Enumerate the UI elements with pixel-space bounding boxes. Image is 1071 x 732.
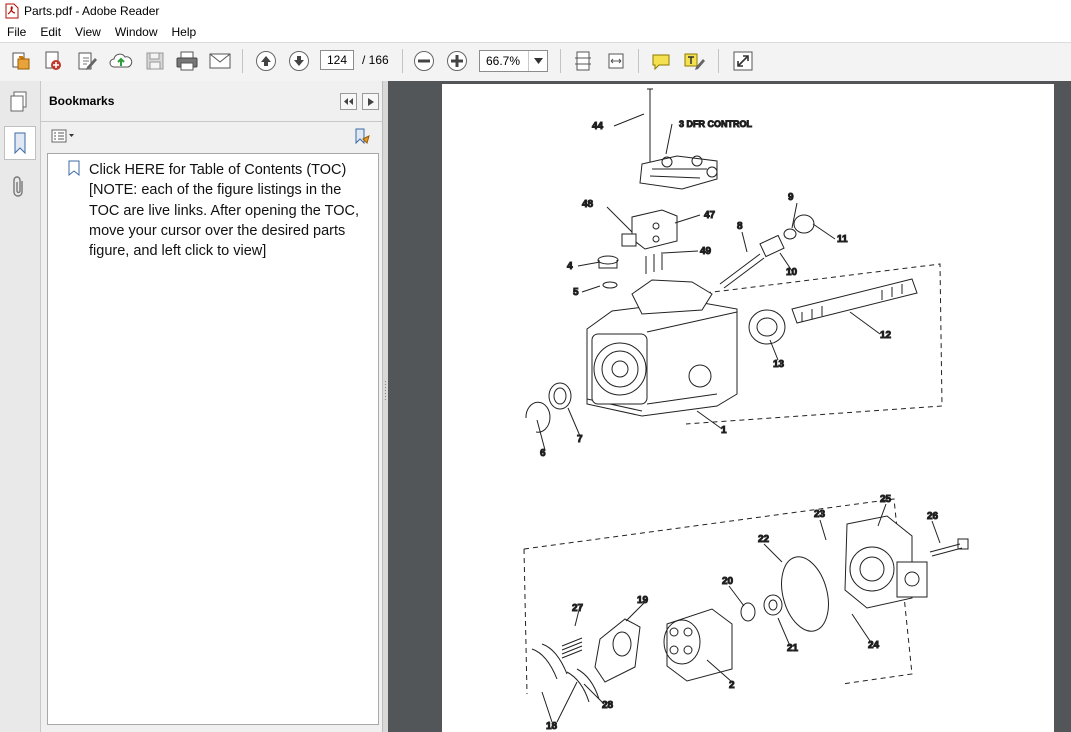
open-icon[interactable] (8, 49, 34, 73)
exploded-parts-diagram: 44 3 DFR CONTROL 48 47 4 49 8 9 11 10 5 … (523, 88, 969, 732)
label-21: 21 (787, 643, 799, 654)
toolbar-separator (718, 49, 719, 73)
fit-page-icon[interactable] (570, 49, 596, 73)
label-28: 28 (602, 700, 614, 711)
zoom-out-icon[interactable] (411, 49, 437, 73)
label-44: 44 (592, 121, 604, 132)
label-2: 2 (729, 680, 735, 691)
highlight-icon[interactable] (682, 49, 708, 73)
bookmark-item[interactable]: Click HERE for Table of Contents (TOC) [… (68, 160, 372, 261)
title-bar: Parts.pdf - Adobe Reader (0, 0, 1071, 22)
label-20: 20 (722, 576, 734, 587)
page-number-input[interactable] (320, 50, 354, 70)
menu-help[interactable]: Help (171, 25, 197, 39)
label-18: 18 (546, 721, 558, 732)
pdf-app-icon (5, 3, 19, 19)
bookmark-list: Click HERE for Table of Contents (TOC) [… (47, 153, 379, 725)
attachments-icon[interactable] (4, 171, 34, 203)
zoom-in-icon[interactable] (444, 49, 470, 73)
page-thumbnails-icon[interactable] (4, 86, 34, 118)
label-12: 12 (880, 330, 892, 341)
toolbar-separator (402, 49, 403, 73)
edit-document-icon[interactable] (74, 49, 100, 73)
label-48: 48 (582, 199, 594, 210)
label-4: 4 (567, 261, 573, 272)
menu-file[interactable]: File (7, 25, 27, 39)
cloud-upload-icon[interactable] (108, 49, 134, 73)
label-49: 49 (700, 246, 712, 257)
label-10: 10 (786, 267, 798, 278)
new-bookmark-icon[interactable] (353, 128, 371, 149)
label-11: 11 (837, 234, 848, 245)
label-19: 19 (637, 595, 649, 606)
collapse-panel-icon[interactable] (340, 93, 357, 110)
label-13: 13 (773, 359, 785, 370)
toolbar-separator (242, 49, 243, 73)
label-27: 27 (572, 603, 584, 614)
label-6: 6 (540, 448, 546, 459)
full-screen-icon[interactable] (730, 49, 756, 73)
bookmarks-panel: Bookmarks Click HERE for Table of Conten… (41, 81, 382, 732)
label-47: 47 (704, 210, 716, 221)
menu-bar: File Edit View Window Help (0, 22, 1071, 42)
save-icon[interactable] (142, 49, 168, 73)
navigation-rail (0, 81, 41, 732)
label-1: 1 (721, 425, 727, 436)
pdf-page: 44 3 DFR CONTROL 48 47 4 49 8 9 11 10 5 … (442, 84, 1054, 732)
email-icon[interactable] (207, 49, 233, 73)
previous-page-icon[interactable] (253, 49, 279, 73)
create-pdf-icon[interactable] (40, 49, 66, 73)
diagram-caption: 3 DFR CONTROL (679, 119, 753, 129)
label-22: 22 (758, 534, 770, 545)
label-8: 8 (737, 221, 743, 232)
zoom-select[interactable]: 66.7% (479, 50, 548, 72)
bookmark-label[interactable]: Click HERE for Table of Contents (TOC) [… (89, 162, 359, 260)
expand-panel-icon[interactable] (362, 93, 379, 110)
next-page-icon[interactable] (286, 49, 312, 73)
label-9: 9 (788, 192, 794, 203)
menu-window[interactable]: Window (114, 25, 158, 39)
print-icon[interactable] (174, 49, 200, 73)
bookmarks-icon[interactable] (4, 126, 36, 160)
zoom-value: 66.7% (486, 54, 521, 68)
label-26: 26 (927, 511, 939, 522)
page-total: / 166 (362, 53, 389, 67)
label-24: 24 (868, 640, 880, 651)
bookmark-tools (41, 122, 382, 152)
document-area[interactable]: 44 3 DFR CONTROL 48 47 4 49 8 9 11 10 5 … (388, 81, 1071, 732)
panel-title: Bookmarks (49, 94, 115, 108)
label-7: 7 (577, 434, 583, 445)
options-menu-icon[interactable] (51, 129, 75, 143)
menu-view[interactable]: View (75, 25, 101, 39)
fit-width-icon[interactable] (603, 49, 629, 73)
window-title: Parts.pdf - Adobe Reader (24, 4, 160, 18)
toolbar-separator (560, 49, 561, 73)
bookmark-icon (68, 160, 82, 178)
panel-header: Bookmarks (41, 81, 382, 122)
label-23: 23 (814, 509, 826, 520)
toolbar-separator (638, 49, 639, 73)
label-5: 5 (573, 287, 579, 298)
chevron-down-icon[interactable] (528, 51, 547, 71)
comment-icon[interactable] (648, 49, 674, 73)
menu-edit[interactable]: Edit (40, 25, 62, 39)
label-25: 25 (880, 494, 892, 505)
